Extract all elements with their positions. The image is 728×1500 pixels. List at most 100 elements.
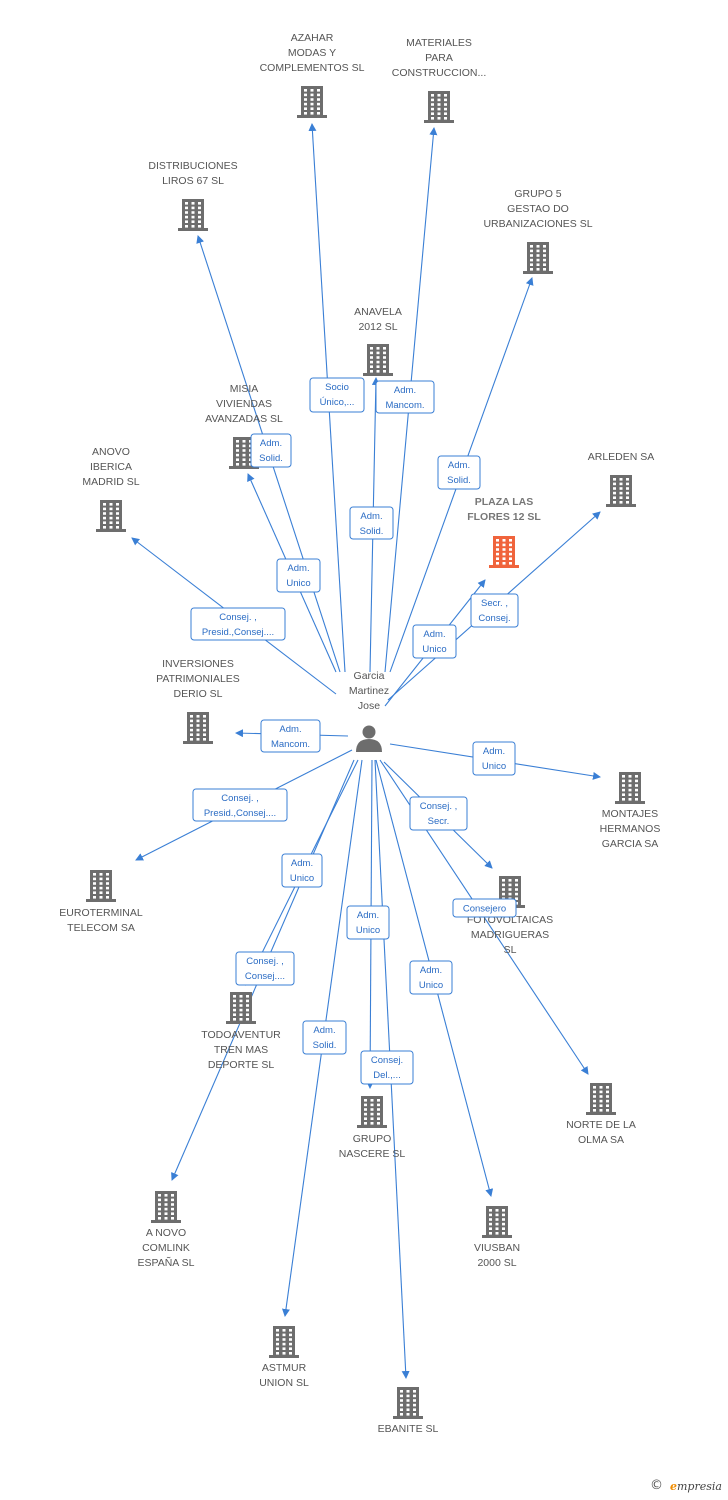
edge-label-grupo_nascere[interactable]: Adm.Unico xyxy=(346,905,390,940)
company-label-distribuciones[interactable]: DISTRIBUCIONES xyxy=(148,160,237,172)
edge-label-anovo_iberica[interactable]: Consej. ,Presid.,Consej.... xyxy=(190,607,286,641)
company-label-todoaventur[interactable]: TODOAVENTUR xyxy=(201,1029,281,1041)
building-icon-todoaventur[interactable] xyxy=(226,992,256,1024)
edge-label-text: Adm. xyxy=(394,385,416,396)
building-icon-grupo_nascere[interactable] xyxy=(357,1096,387,1128)
company-label-anovo_iberica[interactable]: ANOVO xyxy=(92,446,130,458)
company-label-norte[interactable]: OLMA SA xyxy=(578,1134,624,1146)
edge-label-text: Unico xyxy=(419,980,443,991)
building-icon-distribuciones[interactable] xyxy=(178,199,208,231)
company-label-azahar[interactable]: MODAS Y xyxy=(288,47,336,59)
company-label-grupo_nascere[interactable]: NASCERE SL xyxy=(339,1148,406,1160)
company-label-arleden[interactable]: ARLEDEN SA xyxy=(588,451,655,463)
edge-label-montajes[interactable]: Adm.Unico xyxy=(472,741,516,776)
edge-label-ebanite[interactable]: Consej.Del.,... xyxy=(360,1050,414,1085)
company-label-grupo_nascere[interactable]: GRUPO xyxy=(353,1133,392,1145)
building-icon-norte[interactable] xyxy=(586,1083,616,1115)
company-label-inversiones[interactable]: INVERSIONES xyxy=(162,658,234,670)
building-icon-anovo_iberica[interactable] xyxy=(96,500,126,532)
company-label-anovo_iberica[interactable]: IBERICA xyxy=(90,461,132,473)
company-label-grupo5[interactable]: URBANIZACIONES SL xyxy=(483,218,592,230)
edge-label-todoaventur[interactable]: Consej. ,Consej.... xyxy=(235,951,295,986)
company-label-materiales[interactable]: PARA xyxy=(425,52,453,64)
company-label-distribuciones[interactable]: LIROS 67 SL xyxy=(162,175,224,187)
edge-label-fotovoltaicas[interactable]: Consej. ,Secr. xyxy=(409,796,468,831)
building-icon-materiales[interactable] xyxy=(424,91,454,123)
edge-label-anavela[interactable]: Adm.Solid. xyxy=(349,506,394,540)
company-label-grupo5[interactable]: GRUPO 5 xyxy=(514,188,561,200)
building-icon-plaza[interactable] xyxy=(489,536,519,568)
company-label-ebanite[interactable]: EBANITE SL xyxy=(378,1423,439,1435)
company-label-astmur[interactable]: UNION SL xyxy=(259,1377,309,1389)
company-label-fotovoltaicas[interactable]: MADRIGUERAS xyxy=(471,929,549,941)
building-icon-astmur[interactable] xyxy=(269,1326,299,1358)
building-icon-ebanite[interactable] xyxy=(393,1387,423,1419)
edge-label-text: Adm. xyxy=(357,910,379,921)
brand-logo[interactable]: empresia xyxy=(670,1480,722,1493)
edge-label-distribuciones[interactable]: Adm.Unico xyxy=(276,558,321,593)
company-label-norte[interactable]: NORTE DE LA xyxy=(566,1119,636,1131)
company-label-montajes[interactable]: GARCIA SA xyxy=(602,838,659,850)
company-label-anavela[interactable]: 2012 SL xyxy=(358,321,397,333)
edge-label-misia[interactable]: Adm.Solid. xyxy=(250,433,292,468)
building-icon-inversiones[interactable] xyxy=(183,712,213,744)
edge-label-text: Solid. xyxy=(259,453,283,464)
building-icon-euroterminal[interactable] xyxy=(86,870,116,902)
company-label-astmur[interactable]: ASTMUR xyxy=(262,1362,307,1374)
edge-label-materiales[interactable]: Adm.Mancom. xyxy=(375,380,435,414)
person-name-label: Garcia xyxy=(354,670,385,682)
company-label-todoaventur[interactable]: DEPORTE SL xyxy=(208,1059,274,1071)
building-icon-arleden[interactable] xyxy=(606,475,636,507)
building-icon-viusban[interactable] xyxy=(482,1206,512,1238)
edge-label-text: Consej. xyxy=(371,1055,403,1066)
company-label-grupo5[interactable]: GESTAO DO xyxy=(507,203,569,215)
building-icon-misia[interactable] xyxy=(229,437,259,469)
company-label-montajes[interactable]: HERMANOS xyxy=(600,823,661,835)
company-label-plaza[interactable]: PLAZA LAS xyxy=(475,496,534,508)
company-label-euroterminal[interactable]: EUROTERMINAL xyxy=(59,907,143,919)
edge-label-inversiones[interactable]: Adm.Mancom. xyxy=(260,719,321,753)
company-label-misia[interactable]: VIVIENDAS xyxy=(216,398,272,410)
edge-label-plaza[interactable]: Adm.Unico xyxy=(412,624,457,659)
company-label-viusban[interactable]: VIUSBAN xyxy=(474,1242,520,1254)
company-label-fotovoltaicas[interactable]: SL xyxy=(504,944,517,956)
company-label-euroterminal[interactable]: TELECOM SA xyxy=(67,922,135,934)
edge-label-viusban[interactable]: Adm. Unico xyxy=(409,960,453,995)
company-label-todoaventur[interactable]: TREN MAS xyxy=(214,1044,268,1056)
building-icon-anovo_comlink[interactable] xyxy=(151,1191,181,1223)
edge-label-astmur[interactable]: Adm.Solid. xyxy=(302,1020,347,1055)
company-label-anovo_comlink[interactable]: ESPAÑA SL xyxy=(137,1256,194,1269)
company-label-anavela[interactable]: ANAVELA xyxy=(354,306,402,318)
company-label-materiales[interactable]: CONSTRUCCION... xyxy=(392,67,487,79)
company-label-plaza[interactable]: FLORES 12 SL xyxy=(467,511,541,523)
company-label-misia[interactable]: MISIA xyxy=(230,383,259,395)
edge-label-text: Adm. xyxy=(423,629,445,640)
company-label-azahar[interactable]: COMPLEMENTOS SL xyxy=(260,62,365,74)
edge-label-azahar[interactable]: SocioÚnico,... xyxy=(309,377,365,413)
edge-label-arleden[interactable]: Secr. ,Consej. xyxy=(470,593,519,628)
building-icon-montajes[interactable] xyxy=(615,772,645,804)
edge-label-anovo_comlink[interactable]: Adm.Unico xyxy=(281,853,323,888)
company-label-inversiones[interactable]: PATRIMONIALES xyxy=(156,673,240,685)
company-label-montajes[interactable]: MONTAJES xyxy=(602,808,658,820)
company-label-azahar[interactable]: AZAHAR xyxy=(291,32,334,44)
company-label-anovo_iberica[interactable]: MADRID SL xyxy=(82,476,139,488)
edge-label-grupo5[interactable]: Adm.Solid. xyxy=(437,455,481,490)
person-icon[interactable] xyxy=(356,725,382,753)
building-icon-grupo5[interactable] xyxy=(523,242,553,274)
edge-label-text: Socio xyxy=(325,382,349,393)
company-label-anovo_comlink[interactable]: A NOVO xyxy=(146,1227,186,1239)
company-label-materiales[interactable]: MATERIALES xyxy=(406,37,472,49)
company-label-anovo_comlink[interactable]: COMLINK xyxy=(142,1242,190,1254)
building-icon-azahar[interactable] xyxy=(297,86,327,118)
edge-label-text: Adm. xyxy=(420,965,442,976)
company-label-viusban[interactable]: 2000 SL xyxy=(477,1257,516,1269)
building-icon-anavela[interactable] xyxy=(363,344,393,376)
edge-label-euroterminal[interactable]: Consej. ,Presid.,Consej.... xyxy=(192,788,288,822)
company-label-inversiones[interactable]: DERIO SL xyxy=(173,688,222,700)
edge-label-norte[interactable]: Consejero xyxy=(452,898,517,918)
edge-label-text: Consej. , xyxy=(420,801,458,812)
company-label-misia[interactable]: AVANZADAS SL xyxy=(205,413,283,425)
edge-label-text: Consej. , xyxy=(246,956,284,967)
